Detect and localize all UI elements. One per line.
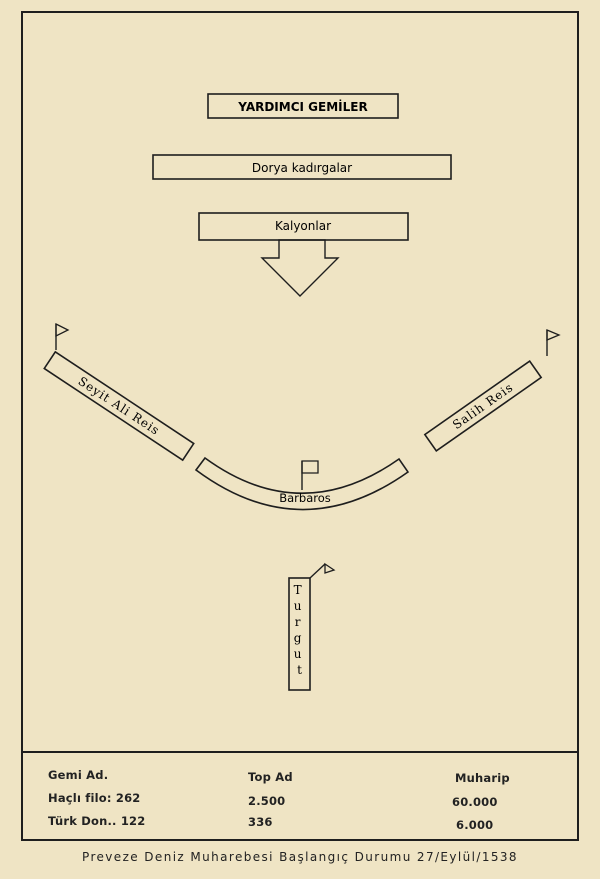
- right-flag-icon: [546, 329, 561, 341]
- rear-flag-icon: [324, 562, 336, 574]
- turkish-combatants: 6.000: [456, 818, 494, 832]
- row-turkish-fleet: Türk Don.. 122: [48, 814, 145, 828]
- support-ships-label: YARDIMCI GEMİLER: [237, 99, 367, 114]
- ship-count: 262: [115, 791, 141, 805]
- galleons-label: Kalyonlar: [275, 219, 331, 233]
- header-ships: Gemi Ad.: [48, 768, 109, 782]
- support-ships-box: [207, 93, 399, 119]
- fleet-name: Türk Don..: [48, 814, 117, 828]
- crusader-cannons: 2.500: [248, 794, 286, 808]
- ship-count: 122: [120, 814, 146, 828]
- fleet-name: Haçlı filo:: [48, 791, 112, 805]
- galleys-label: Dorya kadırgalar: [252, 161, 352, 175]
- left-wing-box: [43, 350, 195, 462]
- figure-caption: Preveze Deniz Muharebesi Başlangıç Durum…: [82, 850, 518, 864]
- diagram-border: [21, 11, 579, 841]
- left-flag-icon: [55, 322, 70, 338]
- turkish-cannons: 336: [248, 815, 273, 829]
- rear-flag-pole: [309, 563, 326, 579]
- center-box: [194, 456, 410, 511]
- header-combatants: Muharip: [455, 771, 510, 785]
- center-label: Barbaros: [279, 491, 331, 505]
- left-wing-label: Seyit Ali Reis: [76, 374, 163, 438]
- rear-label: T u r g u t: [294, 583, 306, 677]
- advance-arrow-icon: [260, 239, 340, 297]
- right-wing-box: [423, 359, 543, 453]
- right-wing-label: Salih Reis: [450, 380, 516, 432]
- row-crusader-fleet: Haçlı filo: 262: [48, 791, 141, 805]
- galleys-box: [152, 154, 452, 180]
- crusader-combatants: 60.000: [452, 795, 498, 809]
- header-cannons: Top Ad: [248, 770, 293, 784]
- center-flag-icon: [301, 460, 319, 474]
- rear-box: [288, 577, 311, 691]
